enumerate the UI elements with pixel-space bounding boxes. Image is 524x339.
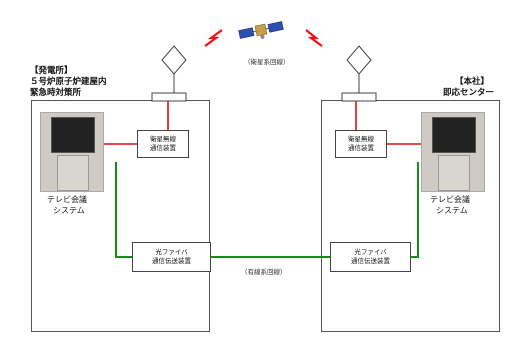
satellite-device-left: 衛星無線 通信装置 (137, 130, 189, 158)
satellite-icon (238, 21, 284, 39)
tv-conference-photo-right (421, 112, 485, 192)
tv-caption-right-2: システム (436, 206, 468, 215)
satellite-line-label: （衛星系回線） (244, 58, 290, 66)
signal-bolt-left-icon (204, 29, 223, 47)
antenna-left-icon (151, 45, 187, 102)
fiber-device-right-line1: 光ファイバ (354, 248, 387, 256)
tv-caption-left-2: システム (53, 206, 85, 215)
satellite-device-left-line1: 衛星無線 (150, 135, 176, 143)
power-station-heading-2: ５号炉原子炉建屋内 (30, 77, 107, 87)
fiber-link-lines (115, 162, 419, 258)
signal-bolt-right-icon (305, 29, 323, 47)
power-station-heading-1: 【発電所】 (30, 66, 73, 76)
satellite-link-lines (101, 101, 421, 145)
fiber-device-left: 光ファイバ 通信伝送装置 (132, 242, 211, 272)
power-station-heading-3: 緊急時対策所 (30, 88, 82, 98)
wired-line-label: （有線系回線） (241, 268, 287, 276)
satellite-device-left-line2: 通信装置 (150, 144, 176, 152)
fiber-device-left-line2: 通信伝送装置 (152, 257, 191, 265)
head-office-heading-2: 即応センター (443, 88, 495, 98)
satellite-device-right-line2: 通信装置 (348, 144, 374, 152)
fiber-device-right-line2: 通信伝送装置 (351, 257, 390, 265)
satellite-device-right: 衛星無線 通信装置 (335, 130, 387, 158)
head-office-heading-1: 【本社】 (455, 77, 490, 87)
fiber-device-right: 光ファイバ 通信伝送装置 (330, 242, 411, 272)
antenna-right-icon (341, 45, 377, 102)
satellite-device-right-line1: 衛星無線 (348, 135, 374, 143)
tv-conference-photo-left (40, 112, 104, 192)
tv-caption-left-1: テレビ会議 (47, 195, 87, 204)
tv-caption-right-1: テレビ会議 (430, 195, 470, 204)
fiber-device-left-line1: 光ファイバ (155, 248, 188, 256)
